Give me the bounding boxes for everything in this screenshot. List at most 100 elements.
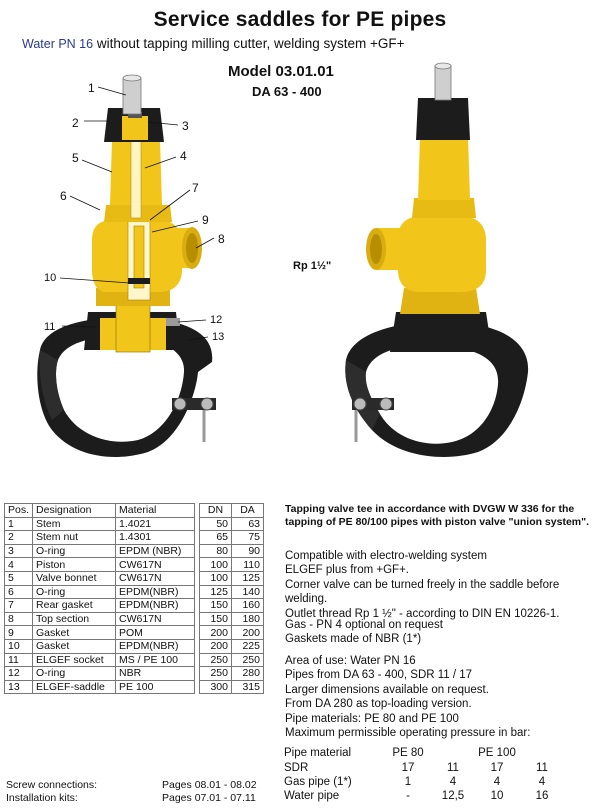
parts-cell-designation: ELGEF socket bbox=[32, 652, 117, 668]
reference-label: Installation kits: bbox=[6, 792, 78, 804]
parts-cell-pos: 4 bbox=[3, 557, 34, 572]
pressure-value: 4 bbox=[493, 775, 501, 788]
dimension-cell-dn: 200 bbox=[199, 625, 232, 640]
subtitle-text: without tapping milling cutter, welding … bbox=[93, 36, 405, 51]
parts-cell-designation: Gasket bbox=[32, 625, 117, 640]
pressure-value bbox=[522, 746, 562, 760]
text-line: Pipes from DA 63 - 400, SDR 11 / 17 bbox=[285, 669, 473, 682]
parts-cell-designation: Top section bbox=[32, 611, 117, 627]
dimension-cell-da: 110 bbox=[231, 557, 264, 572]
cutaway-saddle: 1 2 3 4 5 6 7 9 8 10 11 12 13 bbox=[37, 74, 225, 457]
parts-cell-material: EPDM(NBR) bbox=[115, 584, 196, 600]
dimension-cell-da: 180 bbox=[231, 611, 264, 627]
product-illustration: 1 2 3 4 5 6 7 9 8 10 11 12 13 bbox=[37, 62, 529, 457]
dimension-cell-dn: 250 bbox=[199, 666, 232, 681]
parts-cell-material: PE 100 bbox=[115, 679, 196, 695]
dimension-cell-dn: 150 bbox=[199, 611, 232, 627]
dimension-cell-da: 75 bbox=[231, 530, 264, 545]
reference-row: Installation kits: Pages 07.01 - 07.11 bbox=[6, 792, 257, 805]
parts-cell-designation: Rear gasket bbox=[32, 598, 117, 613]
header-pos: Pos. bbox=[3, 503, 34, 518]
text-line: Gas - PN 4 optional on request bbox=[285, 619, 443, 631]
parts-cell-material: CW617N bbox=[115, 570, 196, 586]
text-line: Gaskets made of NBR (1*) bbox=[285, 633, 422, 646]
dimension-cell-dn: 250 bbox=[199, 652, 232, 668]
pressure-value: PE 100 bbox=[478, 747, 516, 760]
reference-value: Pages 07.01 - 07.11 bbox=[162, 792, 256, 804]
text-line: Corner valve can be turned freely in the… bbox=[285, 578, 560, 606]
text-line: Area of use: Water PN 16 bbox=[285, 655, 416, 667]
parts-cell-material: 1.4301 bbox=[115, 530, 196, 545]
callout-2: 2 bbox=[72, 116, 79, 130]
pressure-row-label: Water pipe bbox=[284, 790, 340, 803]
parts-table-header: Pos. Designation Material bbox=[3, 503, 196, 518]
description-compatibility: Compatible with electro-welding system E… bbox=[285, 549, 595, 621]
text-line: Pipe materials: PE 80 and PE 100 bbox=[285, 712, 459, 725]
dimension-cell-da: 63 bbox=[231, 516, 264, 532]
dimension-cell-da: 250 bbox=[231, 652, 264, 668]
parts-cell-pos: 2 bbox=[3, 530, 34, 545]
callout-13: 13 bbox=[212, 331, 224, 343]
text-line: From DA 280 as top-loading version. bbox=[285, 698, 472, 711]
pressure-row-label: Gas pipe (1*) bbox=[284, 775, 352, 788]
description-usage: Area of use: Water PN 16 Pipes from DA 6… bbox=[285, 654, 595, 740]
parts-cell-pos: 6 bbox=[3, 584, 34, 600]
pressure-row-label: Pipe material bbox=[284, 747, 352, 760]
parts-cell-designation: O-ring bbox=[32, 543, 117, 559]
dimension-cell-da: 200 bbox=[231, 625, 264, 640]
header-material: Material bbox=[115, 503, 196, 518]
parts-cell-pos: 5 bbox=[3, 570, 34, 586]
header-designation: Designation bbox=[32, 503, 117, 518]
parts-cell-designation: O-ring bbox=[32, 584, 117, 600]
callout-1: 1 bbox=[88, 81, 95, 95]
parts-cell-material: EPDM(NBR) bbox=[115, 598, 196, 613]
dimension-cell-dn: 65 bbox=[199, 530, 232, 545]
parts-cell-pos: 3 bbox=[3, 543, 34, 559]
parts-cell-designation: Valve bonnet bbox=[32, 570, 117, 586]
thread-label: Rp 1½" bbox=[293, 260, 332, 272]
subtitle: Water PN 16 without tapping milling cutt… bbox=[22, 36, 405, 51]
text-line: Maximum permissible operating pressure i… bbox=[285, 727, 531, 740]
parts-cell-designation: Gasket bbox=[32, 638, 117, 654]
pressure-value: 16 bbox=[535, 790, 549, 803]
dimension-cell-dn: 300 bbox=[199, 679, 232, 695]
pressure-value: 10 bbox=[490, 790, 504, 803]
dimension-cell-da: 90 bbox=[231, 543, 264, 559]
parts-cell-designation: O-ring bbox=[32, 666, 117, 681]
page-references: Screw connections:Pages 08.01 - 08.02 In… bbox=[6, 779, 257, 805]
parts-cell-material: NBR bbox=[115, 666, 196, 681]
dimension-cell-da: 280 bbox=[231, 666, 264, 681]
parts-cell-pos: 10 bbox=[3, 638, 34, 654]
model-number: Model 03.01.01 bbox=[228, 63, 334, 80]
parts-cell-pos: 11 bbox=[3, 652, 34, 668]
dimension-cell-dn: 125 bbox=[199, 584, 232, 600]
parts-cell-material: 1.4021 bbox=[115, 516, 196, 532]
parts-cell-pos: 13 bbox=[3, 679, 34, 695]
dimension-cell-dn: 150 bbox=[199, 598, 232, 613]
callout-7: 7 bbox=[192, 181, 199, 195]
dimension-cell-da: 125 bbox=[231, 570, 264, 586]
reference-row: Screw connections:Pages 08.01 - 08.02 bbox=[6, 779, 257, 792]
parts-cell-designation: Stem nut bbox=[32, 530, 117, 545]
dimension-table-header: DN DA bbox=[199, 503, 264, 518]
parts-cell-material: CW617N bbox=[115, 611, 196, 627]
